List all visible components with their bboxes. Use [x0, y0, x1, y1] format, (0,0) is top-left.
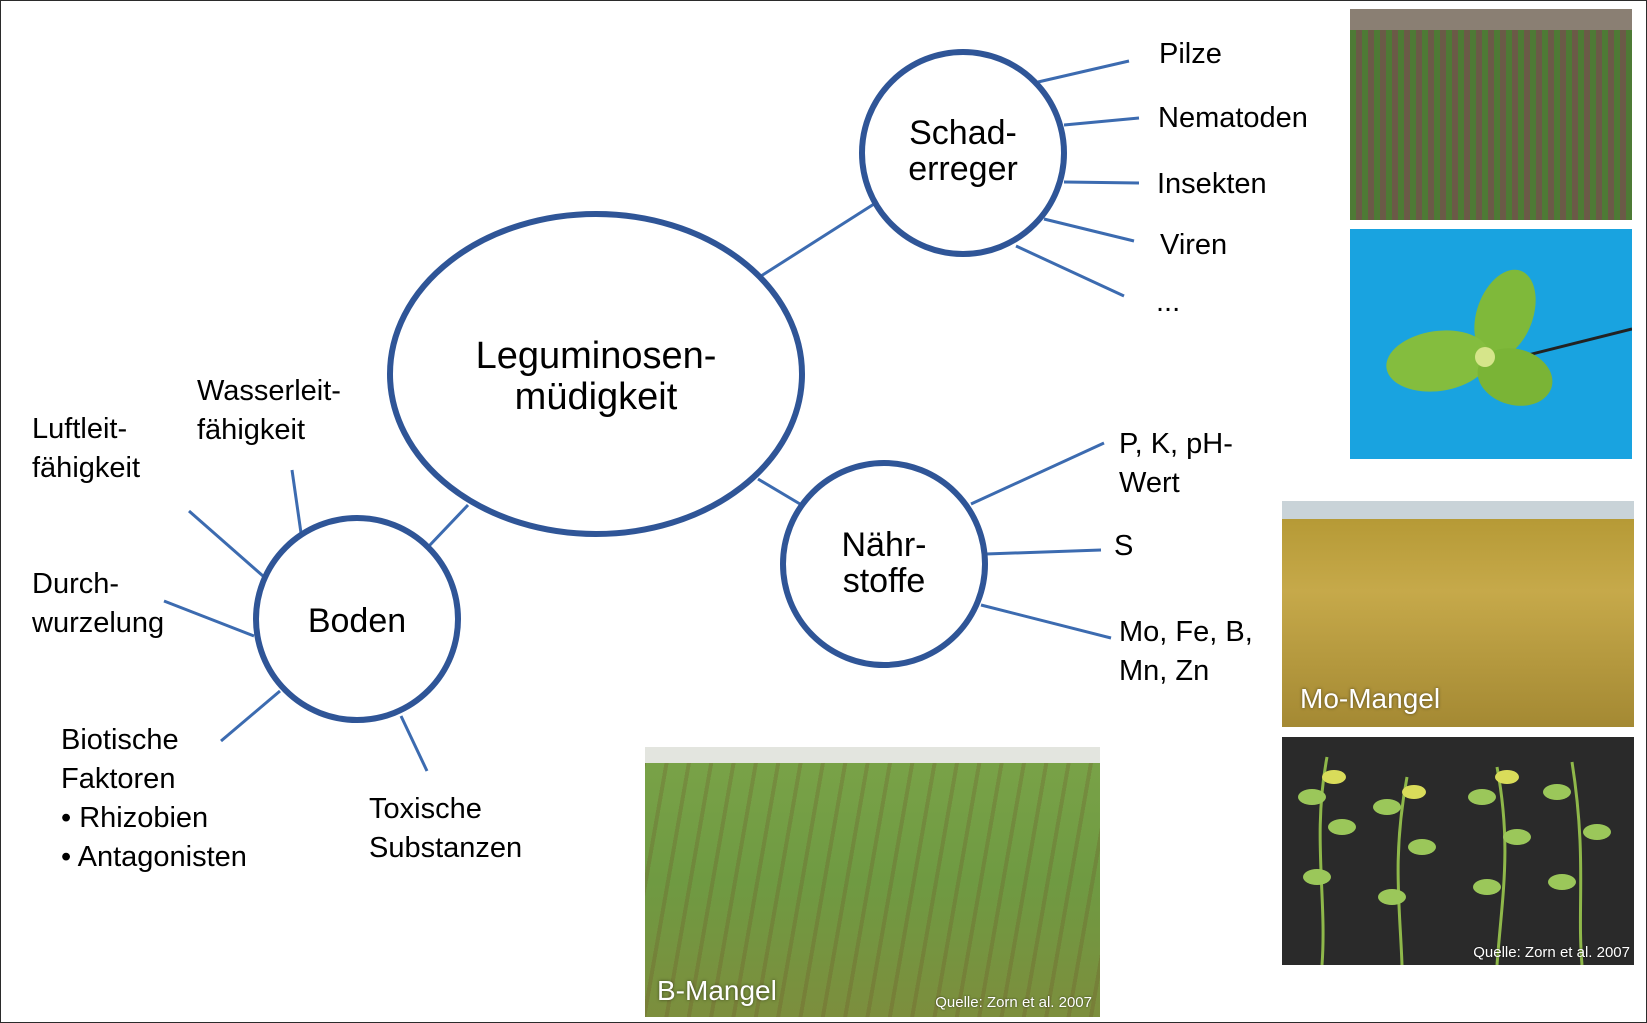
- biotic-title: Biotische Faktoren: [61, 724, 179, 795]
- soil-label-rooting: Durch- wurzelung: [32, 568, 165, 639]
- link-air: [188, 509, 264, 578]
- link-center-nutrients: [757, 477, 801, 506]
- soil-label-biotic: Biotische Faktoren • Rhizobien • Antagon…: [61, 721, 247, 877]
- clover-leaf-illustration: [1386, 269, 1632, 406]
- mo-deficiency-field-photo: Mo-Mangel: [1282, 501, 1634, 727]
- nutrient-label-s: S: [1114, 530, 1134, 562]
- soil-label-toxic: Toxische Substanzen: [369, 793, 523, 864]
- link-water: [290, 469, 303, 534]
- link-viren: [1043, 217, 1135, 243]
- nutrients-node-label: Nähr- stoffe: [841, 526, 927, 600]
- link-rooting: [163, 599, 255, 638]
- b-deficiency-field-photo: B-Mangel Quelle: Zorn et al. 2007: [645, 747, 1100, 1017]
- link-s: [985, 548, 1102, 556]
- link-toxic: [399, 715, 429, 772]
- nutrient-label-mo: Mo, Fe, B, Mn, Zn: [1119, 616, 1253, 687]
- b-deficiency-caption: B-Mangel: [657, 975, 777, 1006]
- pathogen-label-pilze: Pilze: [1159, 38, 1222, 70]
- link-insekten: [1063, 180, 1140, 185]
- biotic-bullet-antagonisten: • Antagonisten: [61, 841, 247, 873]
- soil-label-air: Luftleit- fähigkeit: [32, 413, 141, 484]
- soil-node-shape: [253, 515, 461, 723]
- pathogens-node-label: Schad- erreger: [908, 114, 1018, 188]
- link-pk: [970, 441, 1105, 506]
- pathogen-label-insekten: Insekten: [1157, 168, 1267, 200]
- alfalfa-illustration: [1298, 756, 1611, 965]
- soil-node-label: Boden: [307, 602, 407, 640]
- alfalfa-plants-photo: Quelle: Zorn et al. 2007: [1282, 737, 1634, 965]
- link-biotic: [220, 689, 281, 743]
- biotic-bullet-text: Antagonisten: [77, 841, 247, 873]
- clover-leaf-photo: [1350, 229, 1632, 459]
- link-mo: [980, 603, 1112, 640]
- center-node-shape: [387, 211, 805, 537]
- link-center-soil: [427, 503, 470, 548]
- link-pilze: [1037, 59, 1130, 84]
- b-photo-source: Quelle: Zorn et al. 2007: [935, 994, 1092, 1011]
- pathogen-label-nematoden: Nematoden: [1158, 102, 1308, 134]
- link-nematoden: [1063, 116, 1140, 127]
- nutrients-node-shape: [780, 460, 988, 668]
- pathogen-label-viren: Viren: [1160, 229, 1228, 261]
- nutrient-label-pk: P, K, pH- Wert: [1119, 428, 1233, 499]
- field-rows-photo: [1350, 9, 1632, 220]
- mo-photo-source: Quelle: Zorn et al. 2007: [1473, 944, 1630, 961]
- link-more: [1015, 244, 1125, 298]
- soil-label-water: Wasserleit- fähigkeit: [197, 375, 341, 446]
- pathogens-node-shape: [859, 49, 1067, 257]
- biotic-bullet-text: Rhizobien: [79, 802, 209, 834]
- biotic-bullet-rhizobien: • Rhizobien: [61, 802, 209, 834]
- pathogen-label-more: ...: [1156, 286, 1181, 318]
- center-node-label: Leguminosen- müdigkeit: [475, 335, 717, 418]
- mo-deficiency-caption: Mo-Mangel: [1300, 683, 1441, 714]
- link-center-pathogens: [760, 202, 875, 278]
